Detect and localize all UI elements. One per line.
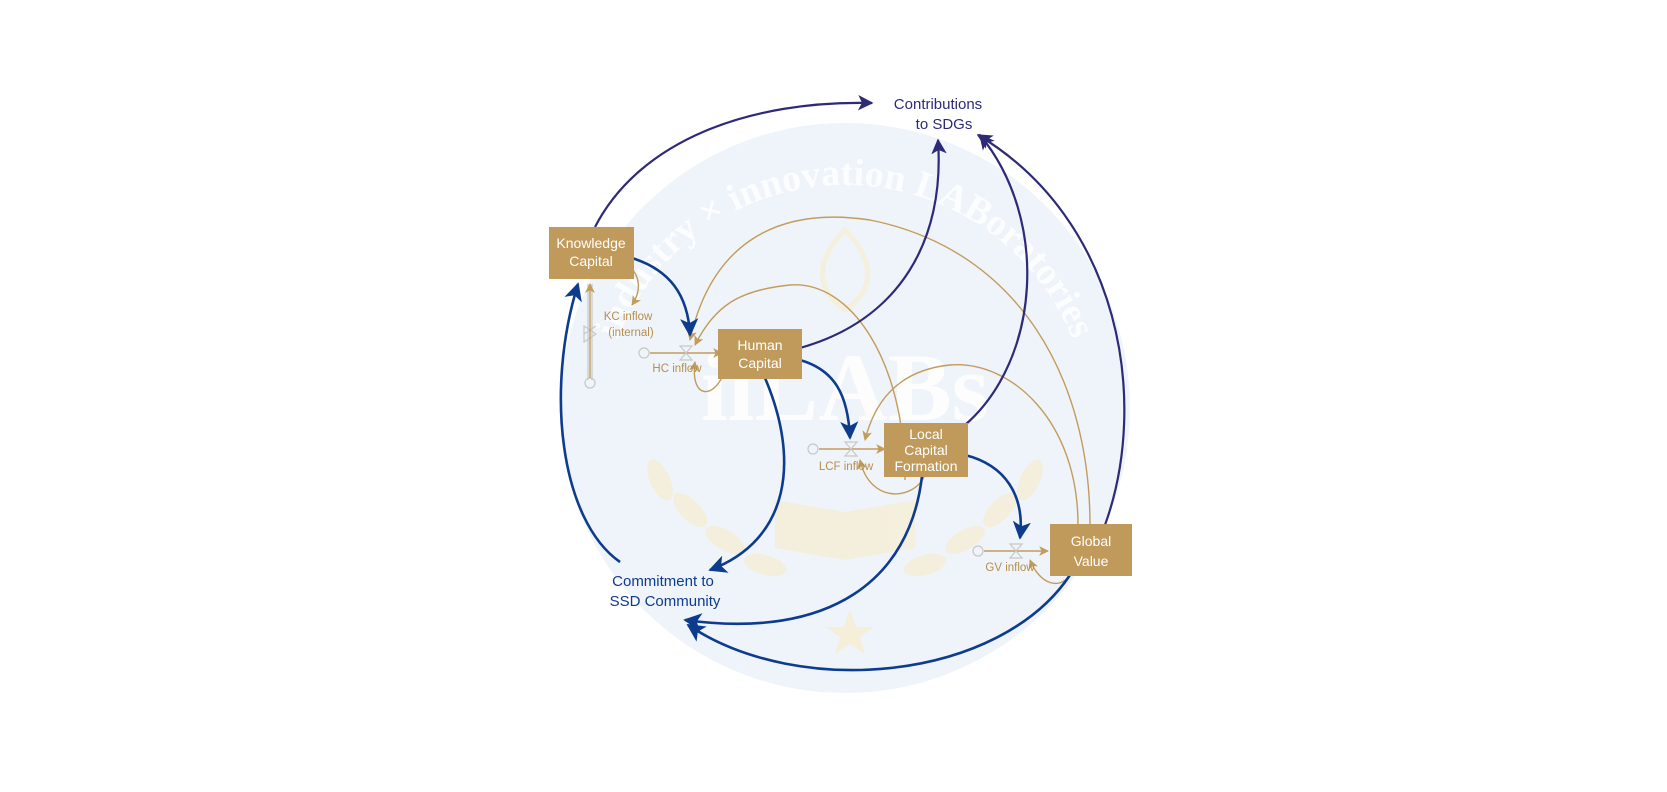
- link-gv-to-sdgs: [976, 134, 1126, 526]
- link-kc-to-sdgs: [594, 94, 874, 228]
- outcome-sdgs[interactable]: Contributions to SDGs: [894, 96, 982, 133]
- stock-global-value[interactable]: Global Value: [1050, 524, 1132, 576]
- hc-inflow-label: HC inflow: [652, 363, 702, 375]
- hc-source-cloud-icon: [638, 347, 650, 359]
- human-capital-label-line2: Capital: [738, 355, 782, 371]
- link-hc-to-lcf-inflow: [799, 358, 859, 440]
- blue-links: [559, 256, 1072, 672]
- stock-local-capital-formation[interactable]: Local Capital Formation: [884, 423, 968, 477]
- local-capital-formation-label-line1: Local: [909, 426, 942, 442]
- sdgs-label-line2: to SDGs: [916, 116, 973, 133]
- kc-inflow-label-line2: (internal): [608, 327, 654, 339]
- link-kc-to-hc-inflow: [631, 256, 699, 337]
- watermark-book-icon: [775, 500, 915, 560]
- local-capital-formation-label-line3: Formation: [894, 458, 957, 474]
- link-hc-to-community: [708, 377, 786, 573]
- lcf-valve-icon: [843, 441, 859, 457]
- link-lcf-to-sdgs: [964, 133, 1029, 426]
- flow-pipes: [583, 283, 1049, 559]
- knowledge-capital-box: [549, 227, 634, 279]
- link-community-to-kc: [559, 282, 621, 564]
- link-gv-to-hc-inflow: [687, 216, 1091, 526]
- community-label-line2: SSD Community: [610, 593, 721, 610]
- watermark-star-icon: [826, 610, 874, 654]
- kc-inflow-label-line1: KC inflow: [604, 311, 653, 323]
- gv-valve-icon: [1008, 543, 1024, 559]
- gv-inflow-label: GV inflow: [985, 562, 1035, 574]
- stock-knowledge-capital[interactable]: Knowledge Capital: [549, 227, 634, 279]
- global-value-label-line2: Value: [1074, 553, 1109, 569]
- hc-valve-icon: [678, 345, 694, 361]
- link-gv-to-community: [686, 574, 1072, 672]
- gv-source-cloud-icon: [972, 545, 984, 557]
- sdgs-label-line1: Contributions: [894, 96, 982, 113]
- local-capital-formation-box: [884, 423, 968, 477]
- human-capital-box: [718, 329, 802, 379]
- global-value-label-line1: Global: [1071, 533, 1111, 549]
- link-lcf-to-community: [683, 475, 924, 632]
- link-lcf-to-hc-inflow: [694, 284, 906, 481]
- stock-human-capital[interactable]: Human Capital: [718, 329, 802, 379]
- watermark-lotus-icon: [820, 226, 870, 314]
- watermark-laurel-icon: [647, 459, 1043, 577]
- community-label-line1: Commitment to: [612, 573, 714, 590]
- global-value-box: [1050, 524, 1132, 576]
- link-lcf-to-gv-inflow: [964, 453, 1031, 540]
- link-hc-to-sdgs: [799, 138, 947, 350]
- gold-links: [627, 216, 1091, 585]
- lcf-source-cloud-icon: [807, 443, 819, 455]
- local-capital-formation-label-line2: Capital: [904, 442, 948, 458]
- knowledge-capital-label-line1: Knowledge: [556, 235, 625, 251]
- link-gv-to-lcf-inflow: [862, 364, 1079, 526]
- lcf-inflow-label: LCF inflow: [819, 461, 874, 473]
- knowledge-capital-label-line2: Capital: [569, 253, 613, 269]
- purple-links: [594, 94, 1126, 526]
- human-capital-label-line1: Human: [737, 337, 782, 353]
- outcome-community[interactable]: Commitment to SSD Community: [610, 573, 721, 610]
